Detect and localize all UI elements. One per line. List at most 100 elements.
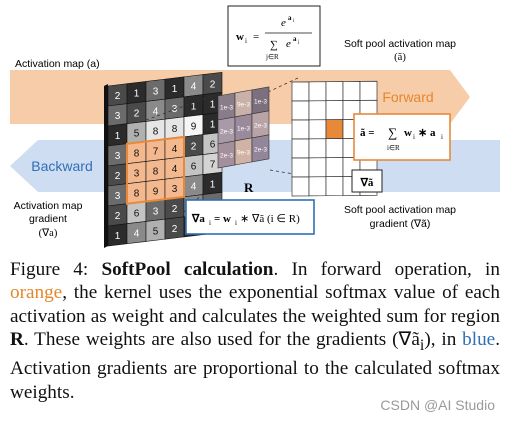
activation-map-label: Activation map (a): [15, 58, 100, 70]
activation-cell-value: 1: [134, 89, 140, 100]
svg-text:i: i: [413, 133, 415, 141]
activation-cell-value: 2: [115, 171, 121, 182]
caption-part3-sub: i: [419, 337, 425, 355]
activation-cell-value: 8: [153, 126, 159, 137]
output-cell: [308, 138, 327, 159]
svg-text:e: e: [281, 17, 286, 29]
activation-cell-value: 5: [134, 129, 140, 140]
softpool-gradient-label-2: gradient (∇ã): [370, 218, 431, 230]
kernel-outline: [126, 135, 185, 205]
activation-cell-value: 8: [134, 149, 140, 160]
svg-text:i: i: [235, 219, 237, 227]
activation-cell-value: 9: [191, 122, 197, 133]
svg-text:e: e: [286, 38, 291, 50]
activation-gradient-label-1: Activation map: [14, 200, 83, 212]
softpool-figure: Forward Backward 2 1 3 1 4 2 3 2 4 3 1 1 1 5 8 8 9 1 3 8 7 4 2…: [10, 5, 500, 248]
activation-cell-value: 3: [153, 86, 159, 97]
svg-text:j∈R: j∈R: [265, 53, 279, 61]
output-cell: [325, 81, 344, 102]
gradient-tilde-box: ∇ã: [351, 169, 383, 193]
gradient-formula-box: ∇a i = w i ∗ ∇ã (i ∈ R): [185, 199, 315, 235]
activation-cell-value: 3: [115, 111, 121, 122]
svg-text:∗ ∇ã (i ∈ R): ∗ ∇ã (i ∈ R): [240, 213, 300, 225]
svg-text:i: i: [293, 19, 295, 24]
output-cell: [308, 119, 327, 140]
svg-text:i∈R: i∈R: [387, 144, 400, 152]
kernel-cell-value: 1e-3: [237, 125, 250, 132]
activation-cell-value: 2: [115, 211, 121, 222]
activation-cell-value: 7: [210, 159, 216, 170]
activation-cell-value: 1: [191, 102, 197, 113]
activation-cell-value: 1: [115, 131, 121, 142]
activation-cell-value: 4: [172, 144, 178, 155]
activation-cell-value: 1: [210, 99, 216, 110]
caption-part3b: ), in: [424, 329, 463, 351]
activation-cell-value: 2: [172, 224, 178, 235]
kernel-cell: [251, 134, 270, 163]
activation-cell-value: 2: [172, 204, 178, 215]
kernel-cell-value: 2e-3: [220, 152, 233, 159]
activation-cell-value: 6: [191, 162, 197, 173]
activation-cell-value: 3: [115, 151, 121, 162]
caption-part2: , the kernel uses the exponential softma…: [10, 282, 500, 327]
svg-text:i: i: [209, 219, 211, 227]
caption-region: R: [10, 329, 24, 351]
caption-part4: . Activation gradients are proportional …: [10, 329, 500, 403]
activation-cell-value: 2: [115, 91, 121, 102]
output-cell: [342, 81, 361, 101]
caption-blue-word: blue: [462, 329, 496, 351]
activation-cell-value: 1: [210, 119, 216, 130]
activation-cell-value: 3: [115, 191, 121, 202]
forward-label: Forward: [382, 89, 433, 105]
svg-text:j: j: [297, 40, 299, 45]
figure-caption: Figure 4: SoftPool calculation. In forwa…: [10, 258, 500, 404]
output-cell: [291, 119, 310, 140]
output-cell: [291, 100, 310, 121]
output-cell: [359, 80, 378, 101]
activation-cell-value: 7: [153, 146, 159, 157]
svg-text:= w: = w: [214, 213, 231, 225]
activation-gradient-label-2: gradient: [29, 213, 67, 225]
activation-gradient-label-3: (∇a): [39, 228, 58, 239]
svg-text:∑: ∑: [270, 39, 278, 51]
caption-part1: . In forward operation, in: [273, 259, 500, 280]
svg-text:∗ a: ∗ a: [418, 127, 436, 139]
caption-orange-word: orange: [10, 282, 63, 304]
softpool-map-label: Soft pool activation map: [344, 38, 456, 50]
activation-cell-value: 1: [172, 84, 178, 95]
svg-text:∑: ∑: [388, 125, 397, 140]
output-cell: [325, 138, 344, 159]
activation-cell-value: 4: [153, 106, 159, 117]
region-label: R: [244, 180, 254, 195]
caption-prefix: Figure 4:: [10, 259, 102, 280]
kernel-cell-value: 2e-3: [254, 122, 267, 129]
activation-cell-value: 2: [210, 79, 216, 90]
kernel-cell-value: 1e-3: [220, 104, 233, 111]
output-cell: [308, 81, 327, 102]
activation-cell-value: 8: [153, 166, 159, 177]
svg-text:w: w: [404, 127, 412, 139]
activation-cell-value: 5: [153, 226, 159, 237]
output-cell: [325, 176, 344, 197]
svg-text:∇ã: ∇ã: [360, 177, 374, 189]
kernel-cell-value: 1e-3: [254, 98, 267, 105]
activation-cell-value: 2: [134, 109, 140, 120]
svg-text:i: i: [245, 37, 247, 45]
activation-cell-value: 8: [172, 124, 178, 135]
activation-cell-value: 9: [153, 186, 159, 197]
activation-cell-value: 3: [153, 206, 159, 217]
output-cell: [308, 157, 327, 178]
output-cell: [325, 157, 344, 178]
backward-label: Backward: [31, 158, 92, 174]
watermark: CSDN @AI Studio: [380, 397, 495, 413]
kernel-cell-value: 2e-3: [220, 128, 233, 135]
svg-text:a: a: [293, 35, 297, 43]
weight-formula-box: w i = e a i ∑ e a j j∈R: [227, 5, 321, 67]
activation-cell-value: 4: [134, 229, 140, 240]
activation-cell-value: 3: [172, 184, 178, 195]
output-cell: [308, 100, 327, 121]
softpool-gradient-label-1: Soft pool activation map: [344, 204, 456, 216]
activation-cell-value: 3: [134, 169, 140, 180]
